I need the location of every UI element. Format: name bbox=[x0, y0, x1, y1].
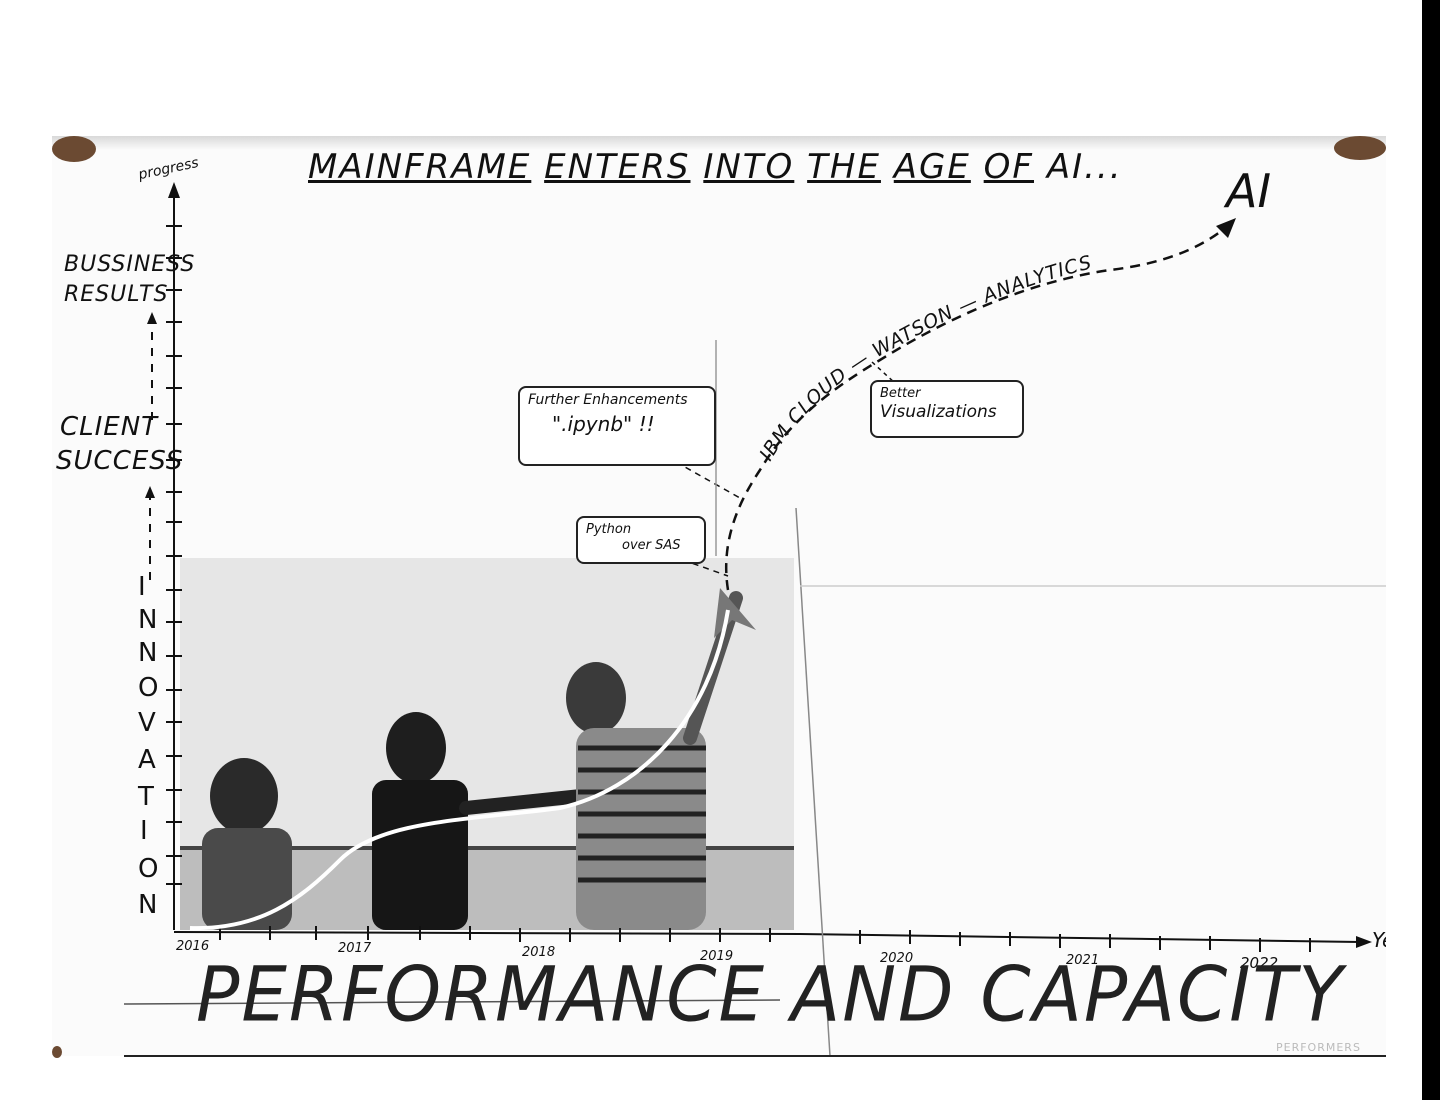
callout-further-line1: Further Enhancements bbox=[528, 392, 688, 408]
ai-arrowhead bbox=[1216, 218, 1236, 238]
finger-top-left bbox=[52, 136, 96, 162]
innovation-letter: O bbox=[138, 854, 159, 884]
year-label: 2022 bbox=[1240, 954, 1279, 972]
level-client: CLIENT bbox=[60, 412, 159, 442]
innovation-letter: T bbox=[138, 782, 154, 812]
callout-further-enhancements: Further Enhancements ".ipynb" !! bbox=[518, 386, 716, 466]
callout-python-over-sas: Python over SAS bbox=[576, 516, 706, 564]
level-results: RESULTS bbox=[64, 282, 169, 307]
finger-top-right bbox=[1334, 136, 1386, 160]
finger-bottom-left bbox=[52, 1046, 62, 1058]
innovation-letter: N bbox=[138, 638, 158, 668]
year-label: 2016 bbox=[176, 939, 210, 954]
footer-mark: PERFORMERS bbox=[1276, 1041, 1361, 1054]
year-label: 2017 bbox=[338, 941, 372, 956]
bottom-title: PERFORMANCE AND CAPACITY bbox=[196, 949, 1345, 1039]
title-word-4: THE bbox=[807, 147, 881, 187]
innovation-letter: I bbox=[140, 816, 148, 846]
y-ticks bbox=[166, 225, 182, 885]
title-word-2: ENTERS bbox=[544, 147, 691, 187]
innovation-letter: I bbox=[138, 572, 146, 602]
innovation-letter: A bbox=[138, 745, 156, 775]
ai-goal-label: AI bbox=[1226, 164, 1272, 218]
right-frame-edge bbox=[1422, 0, 1440, 1100]
page-title: MAINFRAME ENTERS INTO THE AGE OF AI... bbox=[308, 150, 1123, 184]
callout-further-line2: ".ipynb" !! bbox=[552, 412, 655, 436]
innovation-letter: N bbox=[138, 890, 158, 920]
year-label: 2019 bbox=[700, 949, 734, 964]
callout-better-line1: Better bbox=[880, 386, 921, 401]
level-success: SUCCESS bbox=[56, 446, 184, 476]
x-axis-label: Ye bbox=[1372, 930, 1386, 950]
year-label: 2018 bbox=[522, 945, 556, 960]
leader-python bbox=[671, 555, 729, 577]
leader-further bbox=[675, 461, 741, 499]
innovation-letter: V bbox=[138, 708, 156, 738]
x-axis-arrow bbox=[1356, 936, 1372, 948]
title-word-7: AI... bbox=[1046, 147, 1123, 187]
callout-python-line2: over SAS bbox=[622, 537, 681, 553]
fold-line-bottom bbox=[123, 999, 781, 1005]
level-business: BUSSINESS bbox=[64, 252, 196, 277]
x-axis-line bbox=[173, 931, 1361, 943]
year-label: 2021 bbox=[1066, 953, 1100, 968]
year-label: 2020 bbox=[880, 951, 914, 966]
poster-top-shadow bbox=[52, 136, 1386, 150]
innovation-letter: O bbox=[138, 673, 159, 703]
callout-better-visualizations: Better Visualizations bbox=[870, 380, 1024, 438]
title-word-5: AGE bbox=[893, 147, 971, 187]
title-word-6: OF bbox=[983, 147, 1034, 187]
fold-line-vertical bbox=[795, 507, 831, 1057]
callout-better-line2: Visualizations bbox=[880, 402, 997, 423]
title-word-3: INTO bbox=[703, 147, 795, 187]
growth-curve-solid bbox=[189, 609, 730, 931]
team-photo bbox=[180, 558, 794, 930]
title-word-1: MAINFRAME bbox=[308, 147, 532, 187]
y-axis-arrow bbox=[168, 182, 180, 198]
team-photo-drawing bbox=[180, 558, 794, 930]
innovation-letter: N bbox=[138, 605, 158, 635]
callout-python-line1: Python bbox=[586, 522, 632, 537]
